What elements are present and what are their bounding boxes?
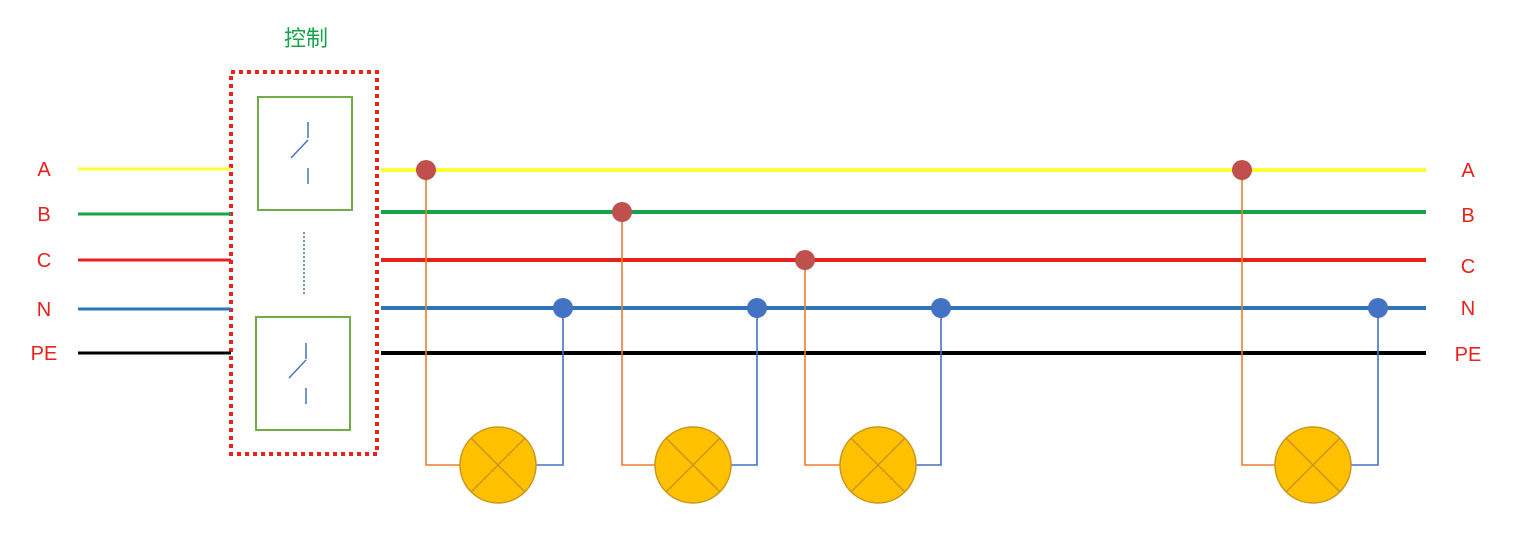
phase-wire-3: [804, 260, 840, 466]
right-labels: A B CN PE: [1455, 160, 1482, 366]
left-label-b: B: [37, 204, 50, 226]
lamp-icon: [839, 426, 917, 504]
upper-switch-box: [257, 96, 353, 211]
neutral-wire-2: [731, 308, 758, 466]
right-label-n: N: [1461, 298, 1475, 320]
lamp-icon: [459, 426, 537, 504]
right-label-c: C: [1461, 256, 1475, 278]
left-label-n: N: [37, 299, 51, 321]
right-label-b: B: [1461, 205, 1474, 227]
phase-node-a: [416, 160, 436, 180]
neutral-node: [553, 298, 573, 318]
right-label-a: A: [1461, 160, 1475, 182]
phase-node-c: [795, 250, 815, 270]
phase-node-a: [1232, 160, 1252, 180]
control-box: [229, 70, 379, 456]
contactor-switch-icon: [288, 343, 307, 404]
lamp-icon: [654, 426, 732, 504]
control-title: 控制: [284, 27, 328, 52]
neutral-wire-1: [536, 308, 564, 466]
right-label-pe: PE: [1455, 344, 1482, 366]
upper-switch-frame: [257, 96, 353, 211]
junction-nodes: [416, 160, 1388, 318]
neutral-wire-3: [916, 308, 942, 466]
left-label-a: A: [37, 159, 51, 181]
neutral-node: [931, 298, 951, 318]
neutral-node: [747, 298, 767, 318]
contactor-switch-icon: [290, 122, 309, 184]
neutral-wire-4: [1351, 308, 1379, 466]
phase-wire-2: [621, 212, 655, 466]
lower-switch-frame: [255, 316, 351, 431]
lamp-icon: [1274, 426, 1352, 504]
lamp-wires: [425, 170, 1379, 466]
phase-wire-1: [425, 170, 460, 466]
phase-wire-4: [1241, 170, 1275, 466]
bus-lines: [78, 167, 1426, 355]
left-label-c: C: [37, 250, 51, 272]
neutral-node: [1368, 298, 1388, 318]
left-label-pe: PE: [31, 343, 58, 365]
phase-node-b: [612, 202, 632, 222]
lower-switch-box: [255, 316, 351, 431]
lamps: [459, 426, 1352, 504]
left-labels: A B C N PE: [31, 159, 58, 365]
